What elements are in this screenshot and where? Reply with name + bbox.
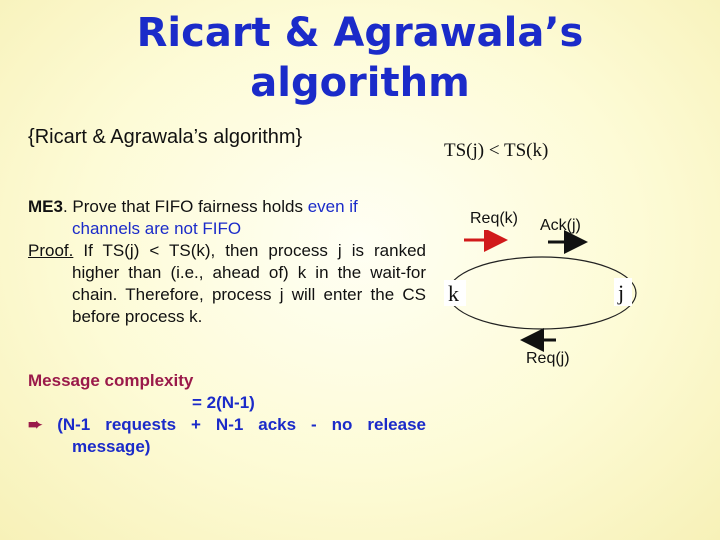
message-complexity-block: Message complexity = 2(N-1) ➨ (N-1 reque… bbox=[28, 370, 426, 458]
me3-label: ME3 bbox=[28, 197, 63, 216]
node-j-label: j bbox=[617, 280, 624, 305]
title-line-1: Ricart & Agrawala’s bbox=[136, 10, 584, 56]
node-k-label: k bbox=[448, 281, 459, 306]
me3-text: . Prove that FIFO fairness holds bbox=[62, 197, 308, 216]
message-complexity-note: ➨ (N-1 requests + N-1 acks - no release … bbox=[28, 414, 426, 458]
wait-for-diagram: k j bbox=[444, 230, 637, 352]
req-k-label: Req(k) bbox=[470, 210, 519, 227]
title-line-2: algorithm bbox=[250, 60, 470, 106]
me3-block: ME3. Prove that FIFO fairness holds even… bbox=[28, 196, 426, 328]
ack-j-label: Ack(j) bbox=[540, 217, 581, 234]
right-arrow-icon: ➨ bbox=[28, 415, 43, 434]
node-j-box bbox=[614, 278, 632, 306]
slide-title: Ricart & Agrawala’s algorithm bbox=[0, 8, 720, 108]
subtitle: {Ricart & Agrawala’s algorithm} bbox=[28, 126, 302, 149]
proof-label: Proof. bbox=[28, 241, 74, 260]
open-brace: { bbox=[28, 126, 35, 148]
message-complexity-formula: = 2(N-1) bbox=[192, 393, 255, 412]
ts-condition: TS(j) < TS(k) bbox=[444, 140, 549, 161]
close-brace: } bbox=[295, 126, 303, 148]
subtitle-text: Ricart & Agrawala’s algorithm bbox=[34, 126, 296, 148]
node-k-box bbox=[444, 280, 466, 306]
me3-highlight: even if channels are not FIFO bbox=[72, 197, 358, 238]
message-note-text: (N-1 requests + N-1 acks - no release me… bbox=[42, 415, 426, 456]
message-complexity-label: Message complexity bbox=[28, 371, 194, 390]
req-j-label: Req(j) bbox=[526, 350, 570, 367]
proof-paragraph: Proof. If TS(j) < TS(k), then process j … bbox=[28, 240, 426, 328]
proof-text: If TS(j) < TS(k), then process j is rank… bbox=[72, 241, 426, 326]
me3-statement: ME3. Prove that FIFO fairness holds even… bbox=[28, 196, 426, 240]
ring-ellipse bbox=[447, 256, 637, 330]
